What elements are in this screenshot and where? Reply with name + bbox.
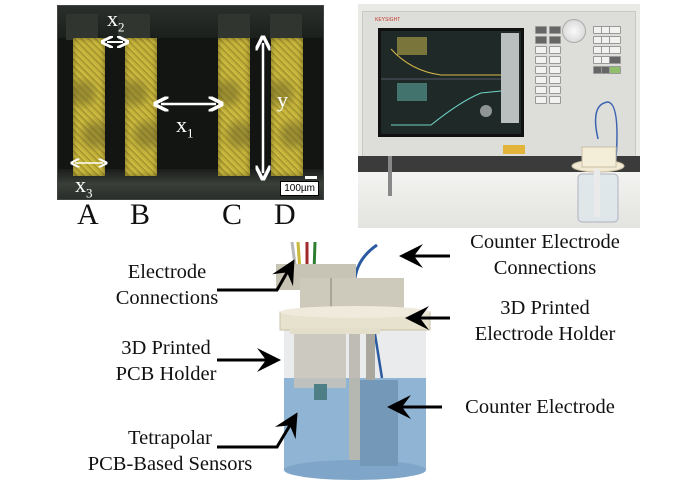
electrode-stub-d (270, 14, 302, 40)
arrow-tetrapolar-sensors (217, 412, 298, 449)
dimension-arrows (58, 6, 323, 199)
scale-bar-label: 100µm (280, 181, 319, 196)
y-label: y (277, 87, 288, 112)
pcb-holder (294, 328, 346, 388)
electrode-stub-a (66, 14, 98, 40)
arrow-electrode-connections (217, 259, 295, 292)
counter-electrode (360, 380, 398, 466)
analyzer-traces (381, 33, 519, 126)
electrode-letter-b: B (130, 198, 151, 231)
x3-label: x3 (75, 172, 93, 200)
x2-label: x2 (107, 6, 125, 35)
x1-label: x1 (176, 112, 194, 141)
bench-edge (358, 156, 640, 172)
electrode-stub-c (218, 14, 250, 40)
analyzer-keypad (533, 20, 625, 108)
analyzer-screen (378, 28, 524, 137)
label-counter-electrode: Counter Electrode (465, 396, 615, 418)
electrode-letter-d: D (274, 198, 296, 231)
label-electrode-connections: Electrode Connections (115, 261, 219, 309)
label-pcb-holder: 3D Printed PCB Holder (115, 337, 217, 385)
impedance-analyzer: KEYSIGHT (362, 11, 636, 158)
label-counter-electrode-connections: Counter Electrode Connections (470, 231, 620, 279)
electrode-letter-c: C (222, 198, 243, 231)
test-cell-photo (388, 101, 625, 223)
electrode-micrograph: x2 x1 x3 y 100µm (57, 5, 324, 200)
scale-bar-line (305, 176, 317, 179)
pcb-sensor (314, 384, 327, 400)
warning-label (503, 145, 525, 154)
analyzer-photo: KEYSIGHT (358, 4, 640, 228)
electrode-letter-a: A (77, 198, 99, 231)
electrode-a (73, 38, 105, 176)
analyzer-knob (562, 19, 586, 43)
electrode-stub-b (118, 14, 150, 40)
electrode-d (271, 38, 303, 176)
label-electrode-holder: 3D Printed Electrode Holder (474, 297, 616, 345)
electrode-b (125, 38, 157, 176)
label-tetrapolar-sensors: Tetrapolar PCB-Based Sensors (87, 427, 253, 475)
brand-logo: KEYSIGHT (375, 17, 401, 23)
test-cell-render (276, 241, 431, 480)
